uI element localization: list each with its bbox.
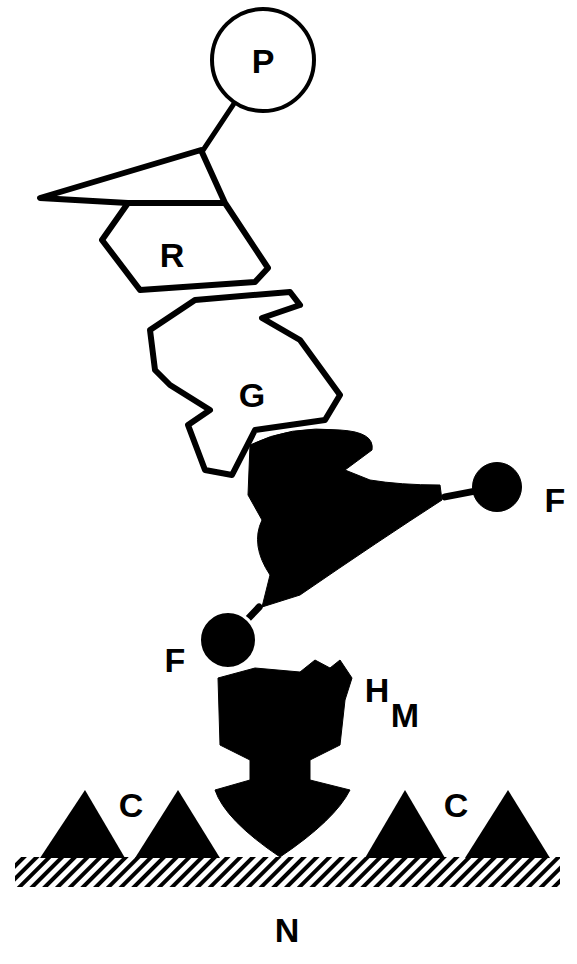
node-shape [245,425,445,607]
node-shape [213,658,358,860]
filled-domain: H [245,425,445,607]
node-outline [215,660,352,857]
part-letter: R [160,238,185,272]
circle-node: P [210,7,316,113]
node-outline [248,429,442,607]
node-shape [35,150,275,295]
part-letter: F [165,643,186,677]
outlined-domain: R [35,150,275,295]
connector-line [249,607,260,618]
part-letter: F [545,483,566,517]
filled-circle: F [472,462,522,512]
part-letter: C [444,788,469,822]
node-outline [40,150,268,290]
node-shape [198,610,258,670]
node-outline [212,9,314,111]
membrane-band [15,857,560,887]
triangle-symbol [365,790,445,858]
filled-domain: M [213,658,358,860]
part-letter: N [275,913,300,947]
node-shape [472,462,522,512]
part-letter: C [119,788,144,822]
node-outline [473,463,522,512]
filled-circle: F [198,610,258,670]
triangle-symbol [135,790,220,858]
connector-line [203,104,233,150]
part-letter: H [365,673,390,707]
triangle-symbol [40,790,125,858]
part-letter: M [391,698,419,732]
triangle-symbol [465,790,550,858]
connector-line [445,492,472,497]
node-outline [200,612,257,669]
part-letter: G [239,378,265,412]
part-letter: P [252,44,275,78]
